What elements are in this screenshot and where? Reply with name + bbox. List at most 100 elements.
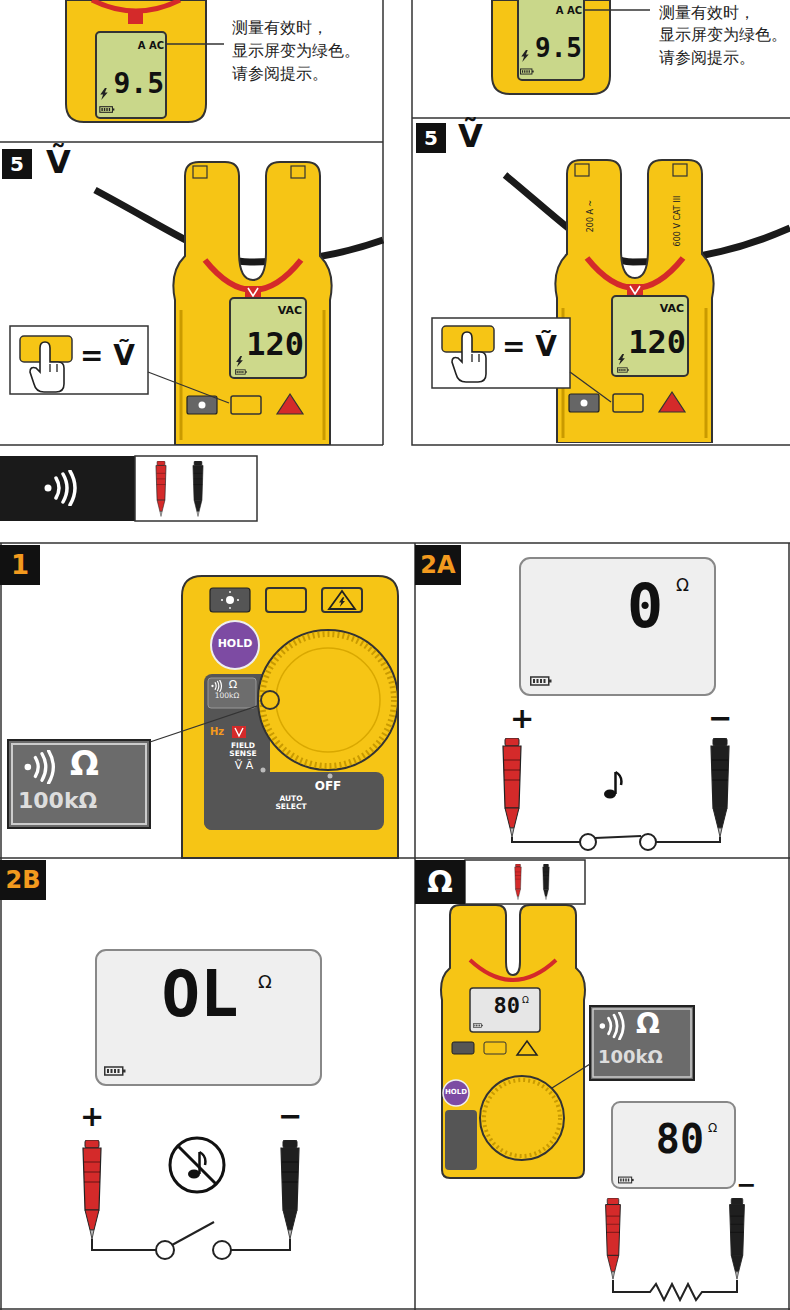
unit-label: VAC (650, 303, 684, 316)
lcd-frame (619, 1177, 634, 1183)
step-panel: 2A0Ω (415, 543, 790, 858)
lcd-frame (105, 1067, 126, 1075)
ohm-symbol: Ω (636, 1008, 680, 1040)
dial-label: Hz (210, 726, 230, 738)
clamp-meter (322, 588, 362, 612)
lcd-screen: A AC9.5 (518, 0, 584, 80)
clamp-meter (100, 88, 107, 100)
clamp-meter (276, 648, 380, 752)
step-panel: 5ṼVAC120= Ṽ (0, 142, 384, 446)
continuity-tab (156, 461, 166, 516)
dial-callout-frame (25, 751, 54, 783)
dial-callout-frame (552, 1064, 590, 1088)
unit-label: VAC (268, 305, 302, 318)
open-circuit (281, 1140, 299, 1239)
resistor-circuit (606, 1198, 745, 1300)
closed-circuit (580, 834, 596, 850)
unit-label: Ω (708, 1122, 724, 1136)
clamp-meter (329, 591, 355, 609)
continuity-tab (0, 456, 135, 521)
clamp-meter (235, 728, 243, 736)
jaw-rating: 600 V CAT III (672, 183, 684, 259)
dial-callout-frame (600, 1013, 624, 1039)
clamp-meter (521, 50, 528, 62)
clamp-meter (210, 588, 250, 612)
panel-frame (412, 0, 790, 445)
dial-callout-frame (590, 1006, 694, 1080)
button-callout-frame (570, 372, 611, 402)
leader-line (166, 43, 224, 44)
lcd-reading: 120 (238, 326, 304, 363)
clamp-meter (443, 1080, 469, 1106)
dial-label: Ω (226, 679, 240, 692)
closed-circuit (711, 738, 729, 837)
step-number: 2A (415, 545, 461, 585)
mode-symbol: Ṽ (46, 144, 82, 181)
clamp-meter (66, 0, 206, 122)
lcd-screen: OLΩ (96, 950, 321, 1085)
lcd-screen: 80Ω (612, 1102, 735, 1188)
dial-callout-frame (8, 706, 257, 828)
polarity-sign: − (278, 1100, 302, 1133)
lcd-reading: 0 (615, 572, 675, 641)
clamp-meter (473, 1024, 482, 1028)
step-number: 5 (416, 123, 446, 153)
panel-frame (0, 543, 790, 1310)
closed-circuit (595, 836, 641, 838)
lcd-frame (520, 558, 715, 695)
clamp-meter (441, 905, 585, 1178)
step-panel: 5ṼVAC120= Ṽ (412, 118, 790, 446)
lcd-reading: 9.5 (100, 68, 164, 100)
dial-callout-frame (12, 744, 146, 824)
ohm-symbol: Ω (70, 744, 120, 783)
clamp-meter (470, 988, 540, 1032)
range-label: 100kΩ (598, 1047, 690, 1068)
closed-circuit (503, 738, 521, 837)
lcd-reading: OL (140, 958, 260, 1032)
dial-label: 100kΩ (208, 692, 246, 701)
unit-label: Ω (522, 995, 536, 1005)
closed-circuit (503, 738, 729, 850)
clamp-meter (555, 160, 713, 443)
lcd-reading: 80 (476, 993, 520, 1018)
clamp-meter (100, 107, 115, 113)
lcd-frame (520, 558, 715, 695)
lcd-screen: VAC 120 (612, 296, 688, 376)
button-callout-frame (432, 318, 570, 388)
jaw-rating: 200 A ~ (585, 191, 597, 241)
clamp-meter (470, 960, 556, 980)
button-meaning: = Ṽ (502, 331, 564, 363)
lcd-reading: 120 (620, 324, 686, 361)
open-circuit (156, 1241, 174, 1259)
step-number: 5 (2, 149, 32, 179)
leader-line (584, 9, 650, 10)
clamp-meter (182, 576, 398, 858)
lcd-screen: A AC9.5 (96, 32, 166, 118)
resistance-tab (543, 864, 549, 900)
dial-callout-frame (552, 1006, 694, 1088)
step-number: 2B (0, 860, 46, 900)
resistor-circuit (613, 1280, 737, 1300)
lcd-screen: 80Ω (470, 988, 540, 1032)
clamp-meter (232, 726, 246, 738)
clamp-meter (208, 678, 256, 708)
button-label: HOLD (442, 1088, 470, 1096)
polarity-sign: − (736, 1172, 756, 1200)
open-circuit (83, 1138, 299, 1259)
panel-frame (0, 0, 383, 445)
continuity-tab (135, 456, 257, 521)
clamp-meter (441, 905, 585, 1178)
polarity-sign: − (708, 702, 732, 735)
clamp-meter (211, 621, 259, 669)
dial-label: OFF (312, 780, 344, 794)
clamp-meter (262, 634, 394, 766)
button-callout-frame (442, 326, 494, 382)
clamp-meter (66, 0, 206, 122)
dial-label: FIELD SENSE (226, 742, 260, 757)
clamp-meter (492, 0, 610, 94)
callout-text: 测量有效时， 显示屏变为绿色。 请参阅提示。 (659, 2, 788, 69)
clamp-meter (520, 69, 533, 74)
resistance-tab (515, 864, 521, 900)
callout-text: 测量有效时， 显示屏变为绿色。 请参阅提示。 (232, 16, 366, 86)
